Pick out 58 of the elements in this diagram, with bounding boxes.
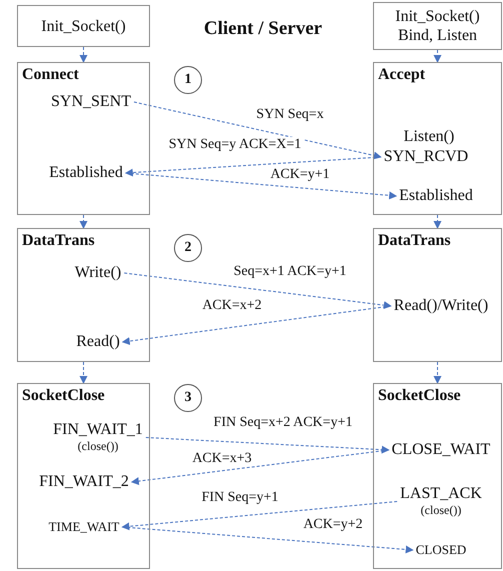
step-number: 1: [174, 66, 202, 94]
arrow: [434, 362, 442, 384]
state-label: Established: [46, 164, 126, 182]
state-label: TIME_WAIT: [46, 519, 122, 535]
box-heading: Accept: [378, 66, 426, 84]
arrow: [122, 306, 392, 346]
state-box: [17, 62, 150, 215]
edge-label: Seq=x+1 ACK=y+1: [232, 264, 348, 279]
call-label: (close()): [76, 439, 120, 454]
edge-label: ACK=y+2: [301, 517, 365, 532]
arrow: [80, 214, 88, 229]
state-label: SYN_SENT: [48, 93, 134, 111]
step-number: 2: [174, 234, 202, 262]
arrow: [145, 437, 390, 454]
state-label: FIN_WAIT_1: [53, 421, 143, 439]
edge-label: FIN Seq=y+1: [200, 490, 280, 505]
edge-label: ACK=y+1: [268, 167, 332, 182]
state-label: SYN_RCVD: [380, 148, 472, 166]
arrow: [80, 46, 88, 63]
edge-label: FIN Seq=x+2 ACK=y+1: [212, 415, 354, 430]
call-label: (close()): [420, 503, 462, 518]
state-label: Write(): [72, 264, 124, 282]
state-label: LAST_ACK: [400, 485, 482, 503]
arrow: [134, 102, 382, 160]
state-box: [373, 62, 502, 215]
edge-label: SYN Seq=x: [254, 107, 326, 122]
arrow: [434, 214, 442, 229]
arrow: [124, 272, 392, 310]
box-heading: SocketClose: [378, 387, 461, 405]
arrow: [434, 50, 442, 63]
state-box: [373, 383, 502, 569]
state-label: Read()/Write(): [390, 297, 492, 315]
state-label: Read(): [73, 333, 123, 351]
state-label: FIN_WAIT_2: [36, 473, 132, 491]
box-heading: DataTrans: [378, 232, 451, 250]
arrow: [125, 172, 398, 200]
state-label: Listen(): [402, 128, 456, 146]
state-label: Established: [396, 187, 476, 205]
arrow: [122, 526, 414, 554]
state-label: CLOSE_WAIT: [388, 441, 494, 459]
box-heading: Connect: [22, 66, 79, 84]
arrow: [121, 501, 398, 530]
arrow: [124, 156, 382, 177]
function-label: Init_Socket(): [41, 16, 126, 36]
diagram-title: Client / Server: [204, 18, 322, 40]
function-label: Init_Socket() Bind, Listen: [394, 7, 481, 45]
state-label: CLOSED: [412, 542, 470, 558]
arrow: [80, 362, 88, 384]
state-box: [17, 5, 150, 47]
box-heading: SocketClose: [22, 387, 105, 405]
edge-label: SYN Seq=y ACK=X=1: [166, 137, 304, 152]
state-box: [373, 228, 502, 362]
step-number: 3: [174, 384, 202, 412]
arrow: [130, 450, 390, 486]
state-box: [17, 383, 150, 569]
state-box: [373, 2, 502, 50]
state-box: [17, 228, 150, 362]
box-heading: DataTrans: [22, 232, 95, 250]
